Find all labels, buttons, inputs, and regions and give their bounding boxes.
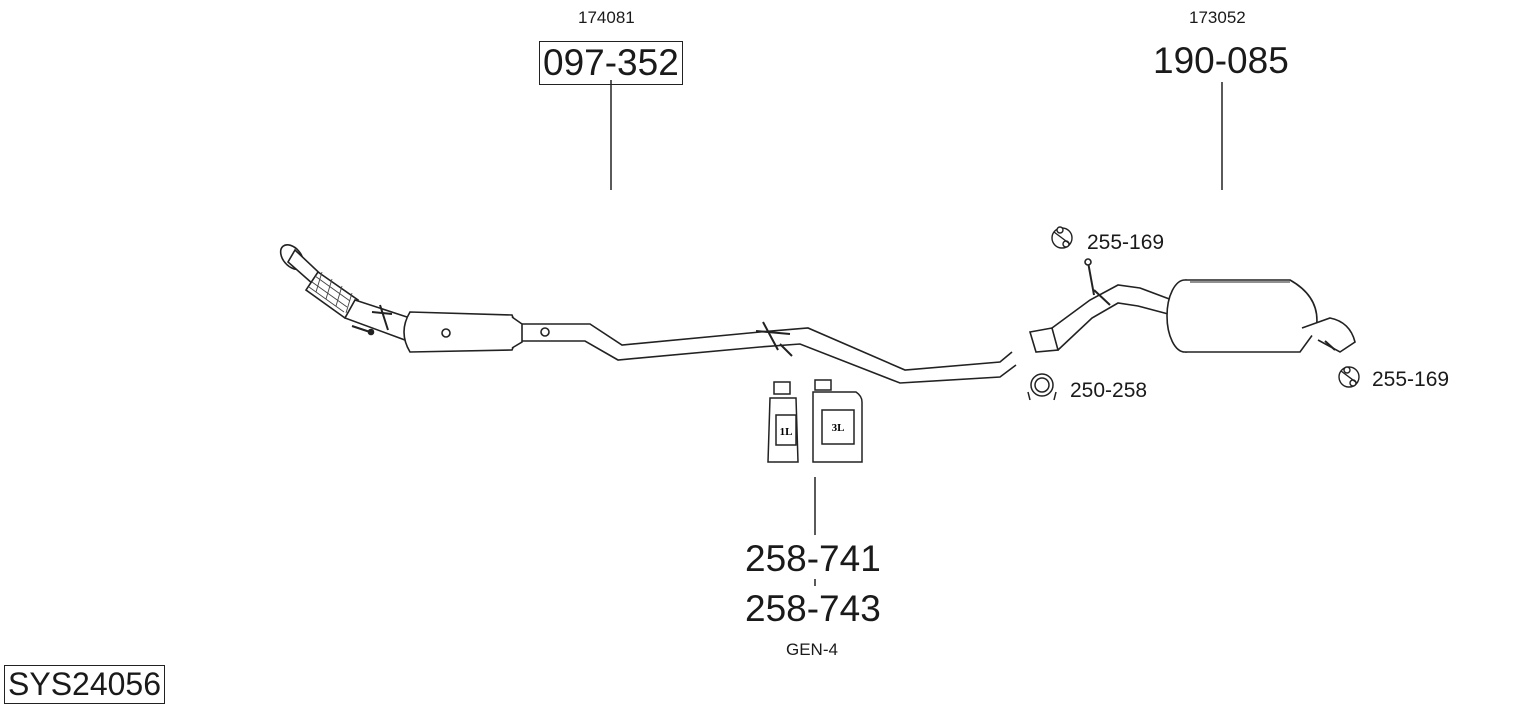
front-pipe-group xyxy=(279,244,411,342)
clamp-icon xyxy=(1027,373,1057,401)
clamp-part-number[interactable]: 250-258 xyxy=(1070,379,1148,402)
additive-part-number-a[interactable]: 258-741 xyxy=(745,538,881,579)
rear-section xyxy=(1028,258,1356,353)
front-section-part-number[interactable]: 097-352 xyxy=(539,41,683,85)
hanger-rear-part-number[interactable]: 255-169 xyxy=(1372,368,1450,391)
additive-can-3l-icon xyxy=(812,379,863,463)
hanger-top-part-number[interactable]: 255-169 xyxy=(1087,231,1165,254)
additive-part-number-b[interactable]: 258-743 xyxy=(745,588,881,629)
rubber-hanger-icon-rear xyxy=(1338,366,1360,388)
additive-note: GEN-4 xyxy=(786,640,838,659)
dpf-canister xyxy=(403,311,523,353)
additive-can-1l-icon xyxy=(767,381,799,463)
additive-can-3l-label: 3L xyxy=(832,422,845,434)
rubber-hanger-icon-top xyxy=(1051,226,1073,249)
additive-can-1l-label: 1L xyxy=(780,426,793,438)
mid-pipe xyxy=(522,321,1017,384)
rear-section-ref: 173052 xyxy=(1189,8,1246,27)
rear-section-part-number[interactable]: 190-085 xyxy=(1153,40,1289,81)
system-id: SYS24056 xyxy=(4,665,166,704)
front-section-ref: 174081 xyxy=(578,8,635,27)
